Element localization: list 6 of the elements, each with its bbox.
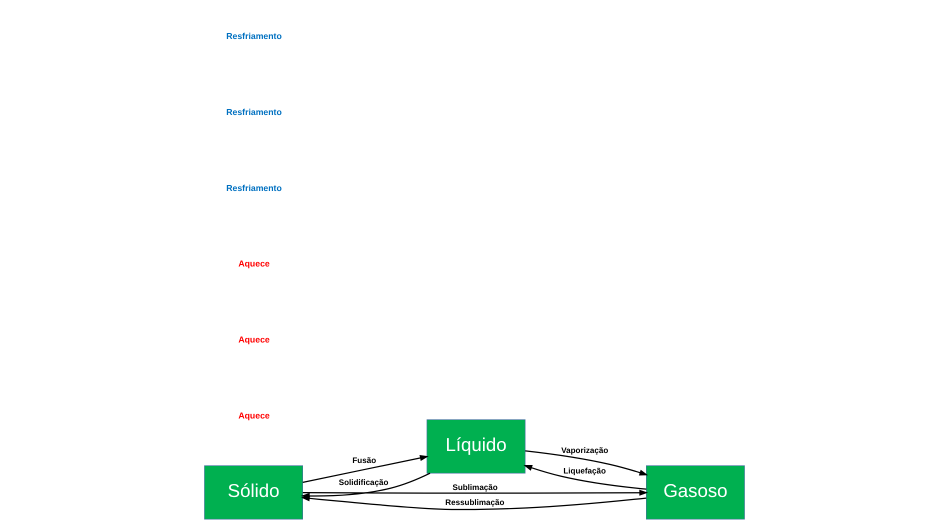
label: Resfriamento	[226, 107, 282, 118]
label: Aquece	[238, 334, 270, 344]
label: Aquece	[238, 258, 270, 269]
label: Resfriamento	[226, 182, 282, 193]
label: Resfriamento	[226, 31, 282, 42]
label: Aquece	[238, 410, 270, 420]
